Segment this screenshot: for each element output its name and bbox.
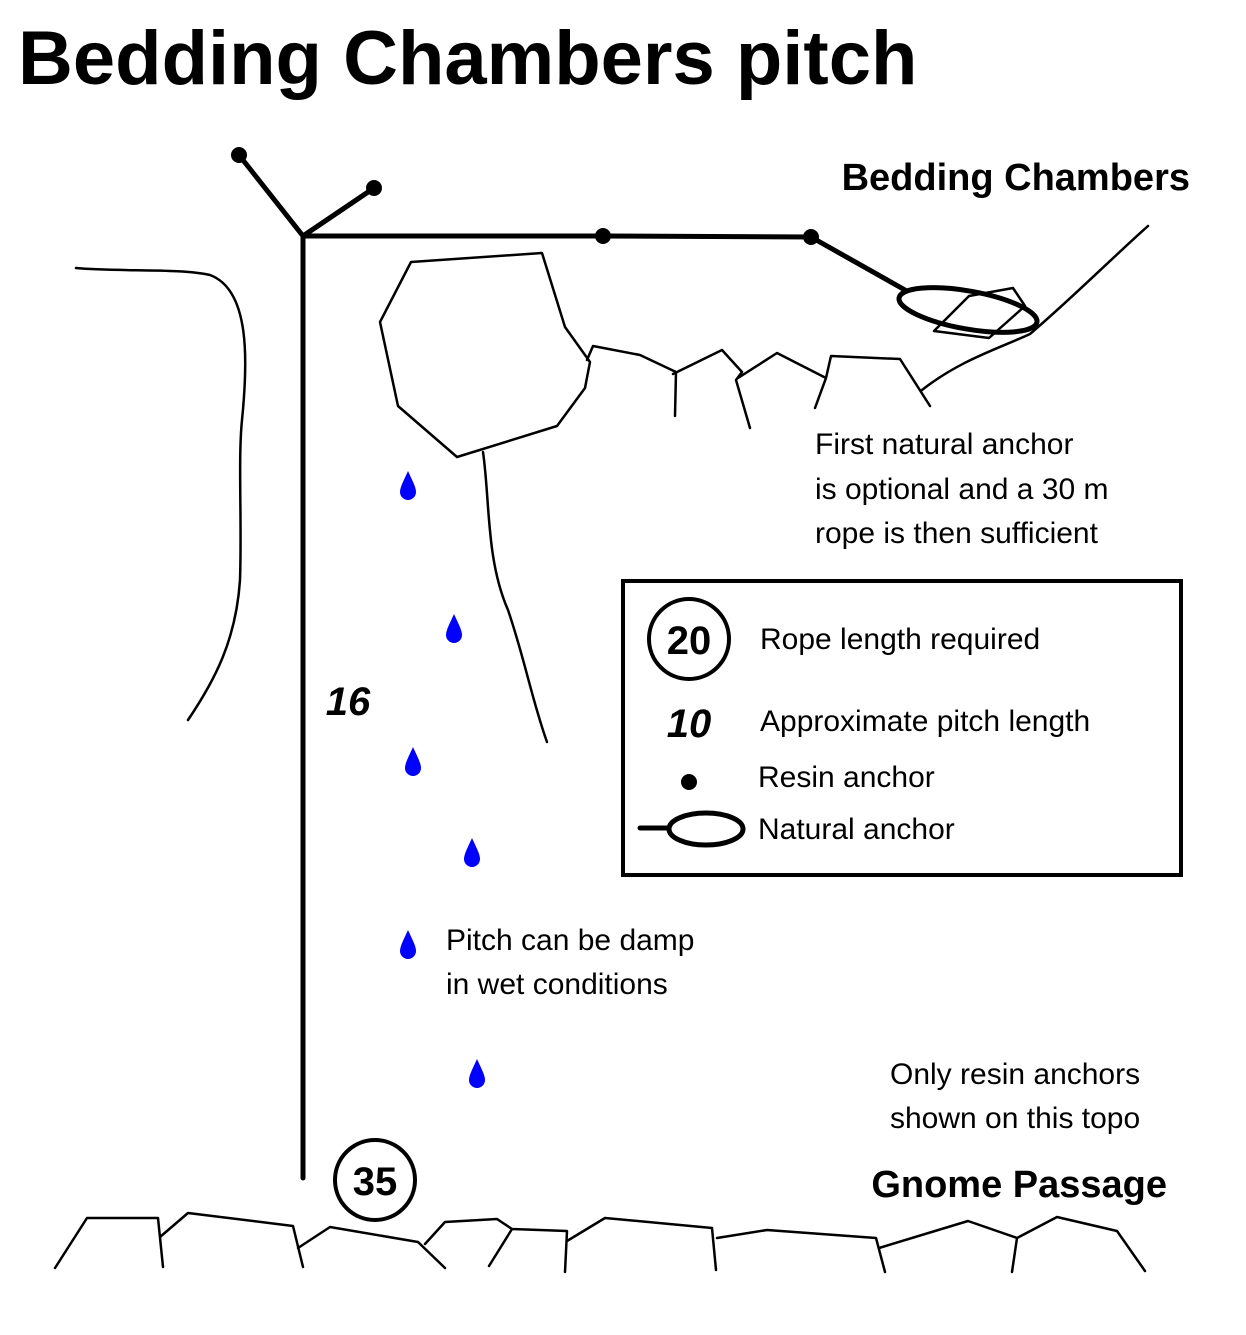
note-line: First natural anchor xyxy=(815,428,1073,461)
water-drop-icon xyxy=(400,471,416,500)
legend-natural-anchor-icon xyxy=(666,810,746,848)
left-cave-wall xyxy=(74,266,247,722)
rope-length-label: 35 xyxy=(353,1160,398,1204)
note-line: shown on this topo xyxy=(890,1102,1140,1135)
resin-anchor xyxy=(803,229,819,245)
resin-only-note: Only resin anchors shown on this topo xyxy=(890,1058,1140,1135)
water-drops xyxy=(400,471,485,1088)
pitch-length-label: 16 xyxy=(326,680,371,724)
legend-natural-label: Natural anchor xyxy=(758,813,955,846)
legend-box: 20 Rope length required 10 Approximate p… xyxy=(621,579,1183,877)
legend-border xyxy=(621,579,1183,877)
upper-ledge-rocks xyxy=(585,344,932,430)
water-drop-icon xyxy=(400,930,416,959)
legend-rope-label: Rope length required xyxy=(760,623,1040,656)
page-title: Bedding Chambers pitch xyxy=(18,16,917,101)
legend-pitch-example: 10 xyxy=(667,702,712,746)
rope-length-circle xyxy=(333,1138,417,1222)
water-drop-icon xyxy=(405,747,421,776)
bottom-location-label: Gnome Passage xyxy=(871,1164,1167,1206)
natural-anchor-note: First natural anchor is optional and a 3… xyxy=(815,428,1109,550)
resin-anchor xyxy=(231,147,247,163)
right-cave-wall xyxy=(481,450,549,744)
floor-rocks xyxy=(53,1211,1147,1274)
upper-slope xyxy=(920,224,1150,392)
note-line: in wet conditions xyxy=(446,968,668,1001)
resin-anchor xyxy=(366,180,382,196)
boulder-outline xyxy=(378,251,592,459)
damp-note: Pitch can be damp in wet conditions xyxy=(446,924,694,1001)
note-line: is optional and a 30 m xyxy=(815,473,1109,506)
legend-resin-label: Resin anchor xyxy=(758,761,935,794)
natural-anchor-sling xyxy=(896,285,1040,335)
rope-y-hang xyxy=(236,152,377,239)
legend-rope-circle xyxy=(647,597,731,681)
legend-resin-anchor-icon xyxy=(681,774,697,790)
note-line: Pitch can be damp xyxy=(446,924,694,957)
legend-rope-example: 20 xyxy=(667,619,712,663)
resin-anchor xyxy=(595,228,611,244)
top-location-label: Bedding Chambers xyxy=(842,157,1190,199)
note-line: Only resin anchors xyxy=(890,1058,1140,1091)
water-drop-icon xyxy=(446,614,462,643)
water-drop-icon xyxy=(464,838,480,867)
water-drop-icon xyxy=(469,1059,485,1088)
legend-pitch-label: Approximate pitch length xyxy=(760,705,1090,738)
note-line: rope is then sufficient xyxy=(815,517,1099,550)
